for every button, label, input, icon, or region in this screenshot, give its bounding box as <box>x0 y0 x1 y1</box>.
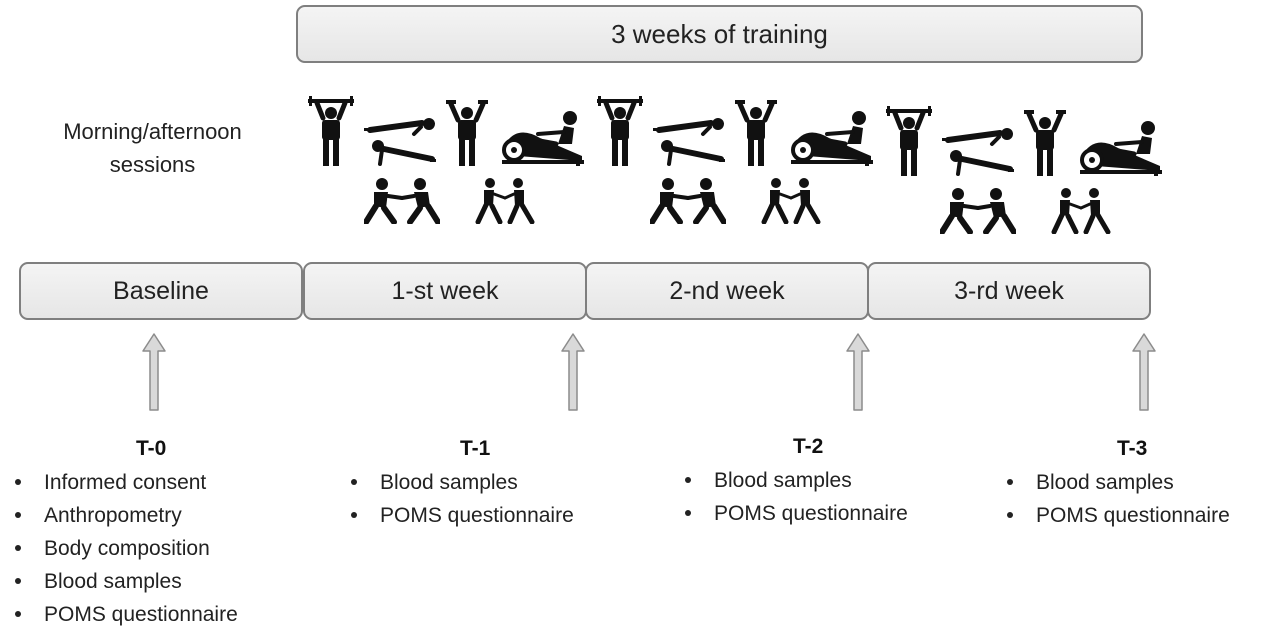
up-arrow-icon <box>561 333 585 411</box>
weightlifter-icon <box>595 96 645 166</box>
partner-squat-icon <box>940 188 1016 234</box>
partner-squat-icon <box>364 178 440 224</box>
list-item-text: Anthropometry <box>44 504 182 527</box>
weightlifter-icon <box>306 96 356 166</box>
list-item-text: Blood samples <box>44 570 182 593</box>
phase-baseline: Baseline <box>19 262 303 320</box>
list-item: POMS questionnaire <box>682 497 908 530</box>
list-item-text: POMS questionnaire <box>714 502 908 525</box>
partner-run-icon <box>760 178 822 224</box>
dumbbell-press-icon <box>733 98 779 166</box>
week-3-partner-icons <box>940 188 1112 234</box>
rowing-machine-icon <box>787 110 873 166</box>
plank-icon <box>364 112 436 166</box>
list-item-text: Informed consent <box>44 471 207 494</box>
sessions-label: Morning/afternoon sessions <box>30 115 275 181</box>
up-arrow-icon <box>846 333 870 411</box>
list-item: POMS questionnaire <box>348 499 574 532</box>
list-item: Blood samples <box>682 464 908 497</box>
partner-run-icon <box>1050 188 1112 234</box>
list-item-text: POMS questionnaire <box>44 603 238 626</box>
dumbbell-press-icon <box>444 98 490 166</box>
list-item-text: Body composition <box>44 537 210 560</box>
timepoint-t1-title: T-1 <box>460 437 491 460</box>
week-3-exercise-icons <box>884 106 1162 176</box>
up-arrow-icon <box>142 333 166 411</box>
phase-label: Baseline <box>113 276 209 305</box>
list-item: Anthropometry <box>12 499 238 532</box>
timepoint-t0-list: Informed consent Anthropometry Body comp… <box>12 466 238 631</box>
partner-run-icon <box>474 178 536 224</box>
list-item-text: POMS questionnaire <box>1036 504 1230 527</box>
timepoint-t2-title: T-2 <box>793 435 824 458</box>
dumbbell-press-icon <box>1022 108 1068 176</box>
timepoint-t3-list: Blood samples POMS questionnaire <box>1004 466 1230 532</box>
training-period-banner: 3 weeks of training <box>296 5 1143 63</box>
list-item: Informed consent <box>12 466 238 499</box>
list-item: Blood samples <box>12 565 238 598</box>
list-item-text: Blood samples <box>1036 471 1174 494</box>
list-item: POMS questionnaire <box>12 598 238 631</box>
list-item-text: POMS questionnaire <box>380 504 574 527</box>
timepoint-t0-title: T-0 <box>136 437 167 460</box>
phase-label: 1-st week <box>391 276 499 305</box>
phase-week-1: 1-st week <box>303 262 587 320</box>
up-arrow-icon <box>1132 333 1156 411</box>
weightlifter-icon <box>884 106 934 176</box>
week-2-exercise-icons <box>595 96 873 166</box>
partner-squat-icon <box>650 178 726 224</box>
plank-icon <box>653 112 725 166</box>
phase-week-2: 2-nd week <box>585 262 869 320</box>
phase-label: 2-nd week <box>669 276 785 305</box>
timepoint-t1-list: Blood samples POMS questionnaire <box>348 466 574 532</box>
timepoint-t3-title: T-3 <box>1117 437 1148 460</box>
phase-week-3: 3-rd week <box>867 262 1151 320</box>
plank-icon <box>942 122 1014 176</box>
rowing-machine-icon <box>1076 120 1162 176</box>
timepoint-t2-list: Blood samples POMS questionnaire <box>682 464 908 530</box>
week-2-partner-icons <box>650 178 822 224</box>
rowing-machine-icon <box>498 110 584 166</box>
week-1-partner-icons <box>364 178 536 224</box>
list-item: POMS questionnaire <box>1004 499 1230 532</box>
list-item: Blood samples <box>348 466 574 499</box>
list-item: Blood samples <box>1004 466 1230 499</box>
list-item-text: Blood samples <box>380 471 518 494</box>
sessions-label-line-2: sessions <box>109 152 196 177</box>
training-period-label: 3 weeks of training <box>611 18 828 49</box>
list-item: Body composition <box>12 532 238 565</box>
phase-label: 3-rd week <box>954 276 1064 305</box>
week-1-exercise-icons <box>306 96 584 166</box>
sessions-label-line-1: Morning/afternoon <box>63 119 242 144</box>
list-item-text: Blood samples <box>714 469 852 492</box>
